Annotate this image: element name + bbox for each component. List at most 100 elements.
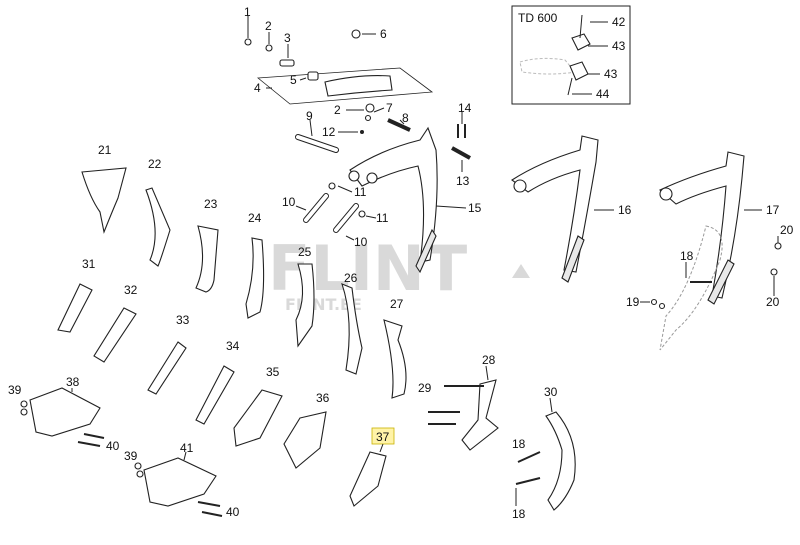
pins-14-13: 14 13 <box>451 101 472 188</box>
part-22 <box>145 187 171 267</box>
part-23 <box>195 225 219 293</box>
callout-9: 9 <box>306 109 313 123</box>
callout-21: 21 <box>98 143 112 157</box>
washer-2 <box>265 44 273 52</box>
inset-label-42: 42 <box>612 15 626 29</box>
callout-2: 2 <box>265 19 272 33</box>
part-41 <box>143 457 217 507</box>
callout-11a: 11 <box>354 185 367 199</box>
inset-frame <box>511 5 631 105</box>
inset-pin <box>567 77 573 96</box>
callout-41: 41 <box>180 441 194 455</box>
tine-16-tip <box>561 235 585 283</box>
inset-label-43a: 43 <box>612 39 626 53</box>
part-21 <box>81 167 127 234</box>
callout-18a: 18 <box>512 437 526 451</box>
callout-22: 22 <box>148 157 162 171</box>
callout-26: 26 <box>344 271 358 285</box>
tine-17: 17 20 20 18 19 <box>626 151 794 351</box>
tine-17-tip <box>707 259 735 305</box>
callout-1: 1 <box>244 5 251 19</box>
callout-10a: 10 <box>282 195 296 209</box>
callout-34: 34 <box>226 339 240 353</box>
callout-25: 25 <box>298 245 312 259</box>
callout-23: 23 <box>204 197 218 211</box>
part-24 <box>245 237 265 319</box>
callout-40b: 40 <box>226 505 240 519</box>
inset-label-43b: 43 <box>604 67 618 81</box>
callout-18c: 18 <box>680 249 694 263</box>
callout-33: 33 <box>176 313 190 327</box>
tine-15-arm <box>349 126 438 263</box>
part-36 <box>283 411 327 469</box>
pin-12 <box>360 130 364 134</box>
tine-17-arm <box>659 151 745 299</box>
bolt-8 <box>387 118 411 132</box>
callout-29: 29 <box>418 381 432 395</box>
part-33 <box>147 341 187 395</box>
shock-absorber <box>324 75 393 97</box>
part-25 <box>295 263 315 348</box>
pin-13 <box>451 146 471 160</box>
callout-12: 12 <box>322 125 336 139</box>
callout-35: 35 <box>266 365 280 379</box>
callout-7: 7 <box>386 101 393 115</box>
part-38 <box>29 387 101 437</box>
part-27 <box>383 319 407 399</box>
callout-28: 28 <box>482 353 496 367</box>
callout-19: 19 <box>626 295 640 309</box>
assembly-41: 41 39 40 <box>124 441 240 519</box>
plate-outline <box>256 67 434 105</box>
inset-label-44: 44 <box>596 87 610 101</box>
inset-td600: TD 600 42 43 43 44 <box>511 5 631 105</box>
callout-8: 8 <box>402 111 409 125</box>
callout-24: 24 <box>248 211 262 225</box>
callout-11b: 11 <box>376 211 389 225</box>
part-28 <box>461 379 499 451</box>
callout-14: 14 <box>458 101 472 115</box>
part-31 <box>57 283 93 333</box>
points-row2: 31 32 33 34 35 36 37 <box>57 257 395 507</box>
callout-40a: 40 <box>106 439 120 453</box>
top-hardware: 1 2 3 6 5 4 2 7 8 <box>244 5 434 132</box>
inset-bolt <box>579 14 583 39</box>
bushing-5 <box>307 71 319 81</box>
tine-15-tip <box>415 228 437 274</box>
callout-20b: 20 <box>766 295 780 309</box>
washer-2b <box>365 103 375 113</box>
callout-27: 27 <box>390 297 404 311</box>
part-30-group: 30 18 18 <box>512 385 576 521</box>
callout-16: 16 <box>618 203 632 217</box>
part-30 <box>545 411 576 511</box>
callout-39a: 39 <box>8 383 22 397</box>
part-37 <box>349 451 387 507</box>
callout-15: 15 <box>468 201 482 215</box>
callout-3: 3 <box>284 31 291 45</box>
inset-title: TD 600 <box>518 11 558 25</box>
callout-4: 4 <box>254 81 261 95</box>
spacer-3 <box>279 59 295 67</box>
callout-38: 38 <box>66 375 80 389</box>
bracket-28: 28 29 <box>418 353 499 451</box>
pin-7 <box>364 114 372 122</box>
part-34 <box>195 365 235 425</box>
watermark-triangle <box>512 264 530 278</box>
tine-16-arm <box>511 135 599 273</box>
part-26 <box>341 283 363 375</box>
callout-10b: 10 <box>354 235 368 249</box>
shaft-group: 9 12 <box>295 109 364 153</box>
callout-17: 17 <box>766 203 780 217</box>
callout-36: 36 <box>316 391 330 405</box>
callout-37[interactable]: 37 <box>376 430 390 444</box>
tine-16: 16 <box>511 135 632 283</box>
tine-17-ghost <box>659 225 723 351</box>
nut-1 <box>244 38 252 46</box>
callout-30: 30 <box>544 385 558 399</box>
callout-20a: 20 <box>780 223 794 237</box>
callout-32: 32 <box>124 283 138 297</box>
callout-31: 31 <box>82 257 96 271</box>
assembly-38: 38 39 40 <box>8 375 120 453</box>
part-32 <box>93 307 137 363</box>
tine-15: 15 10 11 11 10 <box>282 126 482 274</box>
